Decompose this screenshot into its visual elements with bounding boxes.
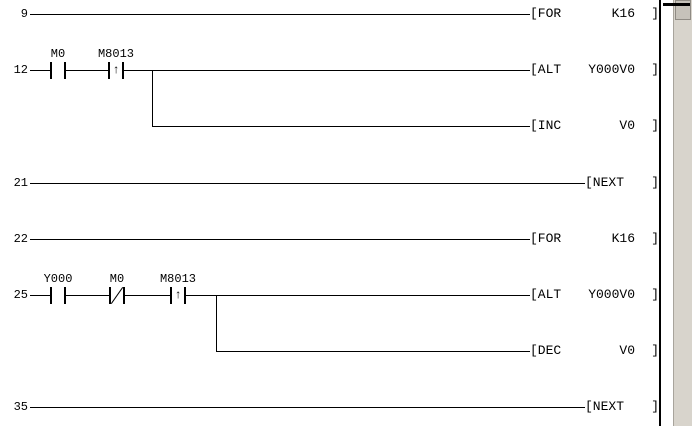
contact-label: Y000	[43, 272, 73, 286]
instruction-close-bracket: ]	[651, 175, 659, 190]
instruction-mnemonic: [ALT	[530, 62, 562, 77]
instruction-mnemonic: [NEXT	[585, 175, 625, 190]
instruction-operand: K16	[611, 6, 635, 21]
instruction-close-bracket: ]	[651, 287, 659, 302]
right-bus-bar	[659, 0, 661, 426]
instruction-mnemonic: [FOR	[530, 6, 562, 21]
instruction-close-bracket: ]	[651, 118, 659, 133]
contact-bar-left	[50, 62, 52, 79]
step-number: 22	[13, 232, 28, 246]
instruction-next[interactable]: [NEXT ]	[585, 399, 659, 415]
branch-vertical-line	[152, 70, 153, 127]
instruction-for[interactable]: [FOR K16 ]	[530, 6, 659, 22]
instruction-close-bracket: ]	[651, 231, 659, 246]
rising-edge-arrow-icon: ↑	[112, 63, 120, 77]
rung-line	[30, 70, 660, 71]
rung-line	[30, 239, 660, 240]
step-number: 21	[13, 176, 28, 190]
instruction-inc[interactable]: [INC V0 ]	[530, 118, 659, 134]
instruction-operand: K16	[611, 231, 635, 246]
branch-vertical-line	[216, 295, 217, 352]
instruction-dec[interactable]: [DEC V0 ]	[530, 343, 659, 359]
contact-normally-open[interactable]	[50, 287, 66, 304]
rung-line	[30, 183, 660, 184]
contact-bar-right	[64, 62, 66, 79]
instruction-for[interactable]: [FOR K16 ]	[530, 231, 659, 247]
step-number: 9	[20, 7, 28, 21]
instruction-mnemonic: [NEXT	[585, 399, 625, 414]
rung-line	[30, 14, 660, 15]
rung-line	[30, 407, 660, 408]
instruction-close-bracket: ]	[651, 6, 659, 21]
normally-closed-slash	[110, 287, 124, 304]
instruction-alt[interactable]: [ALT Y000V0 ]	[530, 62, 659, 78]
contact-rising-pulse[interactable]: ↑	[108, 62, 124, 79]
instruction-alt[interactable]: [ALT Y000V0 ]	[530, 287, 659, 303]
instruction-operand: V0	[619, 118, 635, 133]
instruction-operand: V0	[619, 343, 635, 358]
contact-label: M8013	[159, 272, 196, 286]
instruction-close-bracket: ]	[651, 399, 659, 414]
contact-bar-right	[184, 287, 186, 304]
instruction-mnemonic: [DEC	[530, 343, 562, 358]
instruction-operand: Y000V0	[588, 287, 635, 302]
contact-normally-open[interactable]	[50, 62, 66, 79]
step-number: 12	[13, 63, 28, 77]
instruction-operand: Y000V0	[588, 62, 635, 77]
rung-line	[30, 295, 660, 296]
contact-bar-left	[109, 287, 111, 304]
instruction-close-bracket: ]	[651, 62, 659, 77]
instruction-next[interactable]: [NEXT ]	[585, 175, 659, 191]
contact-bar-left	[108, 62, 110, 79]
branch-line	[216, 351, 660, 352]
contact-label: M0	[50, 47, 66, 61]
contact-bar-right	[122, 62, 124, 79]
instruction-mnemonic: [FOR	[530, 231, 562, 246]
step-number: 25	[13, 288, 28, 302]
instruction-mnemonic: [ALT	[530, 287, 562, 302]
contact-label: M8013	[97, 47, 134, 61]
contact-bar-right	[64, 287, 66, 304]
instruction-mnemonic: [INC	[530, 118, 562, 133]
contact-bar-right	[123, 287, 125, 304]
rising-edge-arrow-icon: ↑	[174, 288, 182, 302]
step-number: 35	[13, 400, 28, 414]
vertical-scrollbar[interactable]	[673, 0, 692, 426]
contact-bar-left	[50, 287, 52, 304]
contact-bar-left	[170, 287, 172, 304]
scrollbar-top-marker	[663, 3, 690, 6]
contact-normally-closed[interactable]	[109, 287, 125, 304]
contact-rising-pulse[interactable]: ↑	[170, 287, 186, 304]
contact-label: M0	[109, 272, 125, 286]
branch-line	[152, 126, 660, 127]
instruction-close-bracket: ]	[651, 343, 659, 358]
